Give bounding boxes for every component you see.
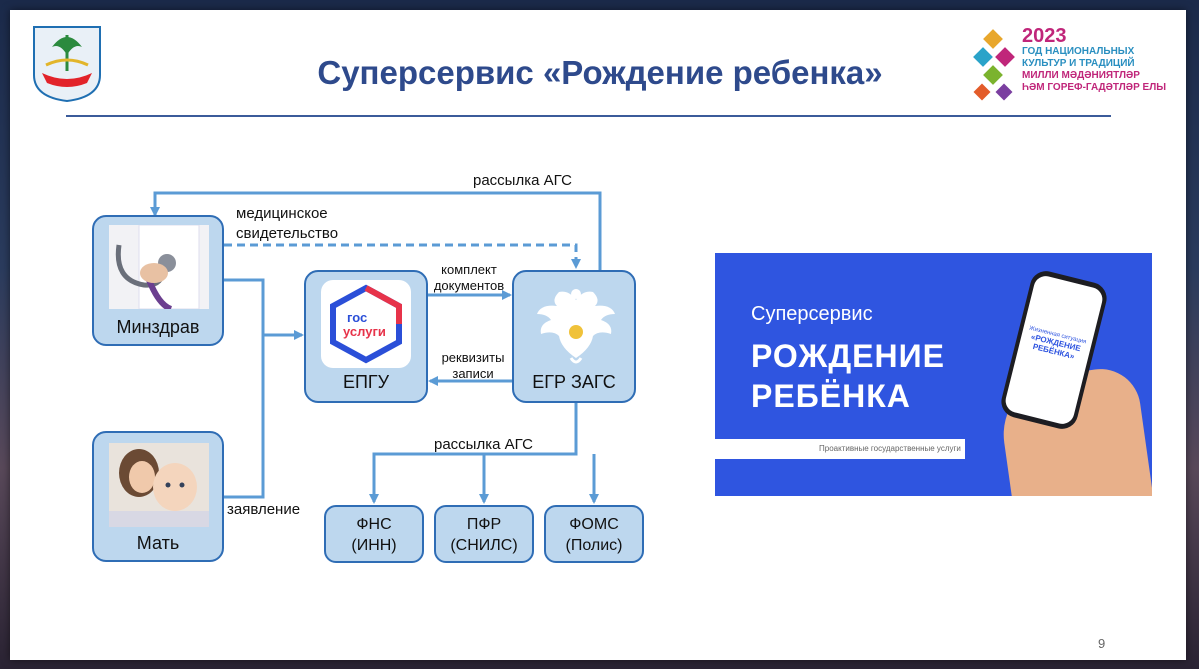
label-komplekt-line-1: комплект (441, 262, 497, 277)
banner-line-3: РЕБЁНКА (751, 378, 911, 414)
node-epgu: гос услуги ЕПГУ (304, 270, 428, 403)
label-rassylka-bottom: рассылка АГС (434, 436, 533, 453)
year-line-1: ГОД НАЦИОНАЛЬНЫХ (1022, 46, 1135, 57)
node-pfr: ПФР (СНИЛС) (434, 505, 534, 563)
node-foms-line-2: (Полис) (565, 537, 623, 554)
node-mat: Мать (92, 431, 224, 562)
ornament-logo-icon (973, 29, 1015, 101)
node-fns-line-2: (ИНН) (351, 537, 397, 554)
label-med-certificate: медицинское свидетельство (236, 204, 338, 244)
year-number: 2023 (1022, 25, 1067, 47)
node-minzdrav-label: Минздрав (116, 317, 200, 337)
mother-baby-photo-icon (109, 443, 209, 527)
gosuslugi-logo-icon: гос услуги (321, 280, 411, 368)
node-fns-line-1: ФНС (356, 516, 392, 533)
page-title: Суперсервис «Рождение ребенка» (317, 54, 883, 91)
edge-rassylka-top (150, 191, 602, 270)
edge-minzdrav-epgu (224, 278, 265, 499)
diagram-connectors (150, 191, 602, 504)
node-pfr-line-1: ПФР (466, 516, 502, 533)
promo-banner: Суперсервис РОЖДЕНИЕ РЕБЁНКА Проактивные… (715, 253, 1152, 496)
year-line-4: ҺӘМ ГОРЕФ-ГАДӘТЛӘР ЕЛЫ (1022, 82, 1166, 93)
year-logo-text: 2023 ГОД НАЦИОНАЛЬНЫХ КУЛЬТУР И ТРАДИЦИЙ… (1022, 26, 1187, 94)
label-rekvizity-line-2: записи (452, 366, 494, 381)
node-foms-line-1: ФОМС (569, 516, 619, 533)
label-rekvizity-line-1: реквизиты (441, 350, 505, 365)
title-divider (66, 115, 1111, 117)
label-rassylka-top: рассылка АГС (473, 172, 572, 189)
node-minzdrav: Минздрав (92, 215, 224, 346)
double-headed-eagle-icon (537, 289, 615, 364)
page-number: 9 (1098, 636, 1106, 651)
label-komplekt-line-2: документов (433, 278, 505, 293)
node-egr-label: ЕГР ЗАГС (532, 372, 616, 392)
label-rekvizity: реквизиты записи (430, 350, 516, 382)
node-epgu-label: ЕПГУ (342, 372, 390, 392)
edge-rassylka-bottom (369, 402, 578, 504)
slide: Суперсервис «Рождение ребенка» 2023 ГОД … (10, 10, 1186, 660)
city-crest-icon (33, 26, 101, 103)
gosuslugi-top-text: гос (347, 310, 367, 325)
edge-med-certificate (224, 243, 581, 269)
node-fns: ФНС (ИНН) (324, 505, 424, 563)
banner-footer: Проактивные государственные услуги (819, 444, 961, 453)
label-zayavlenie: заявление (227, 501, 301, 518)
node-foms: ФОМС (Полис) (544, 505, 644, 563)
year-line-3: МИЛЛИ МӘДӘНИЯТЛӘР (1022, 70, 1140, 81)
year-line-2: КУЛЬТУР И ТРАДИЦИЙ (1022, 58, 1135, 69)
banner-line-2: РОЖДЕНИЕ (751, 338, 945, 374)
banner-line-1: Суперсервис (751, 303, 873, 325)
doctor-stethoscope-icon (109, 225, 209, 309)
node-egr-zags: ЕГР ЗАГС (512, 270, 636, 403)
gosuslugi-bottom-text: услуги (343, 324, 386, 339)
label-med-line-2: свидетельство (236, 225, 339, 242)
label-med-line-1: медицинское (236, 205, 328, 222)
node-pfr-line-2: (СНИЛС) (450, 537, 518, 554)
label-komplekt: комплект документов (424, 262, 514, 294)
node-mat-label: Мать (136, 533, 180, 553)
banner-footer-bar: Проактивные государственные услуги (715, 439, 965, 459)
